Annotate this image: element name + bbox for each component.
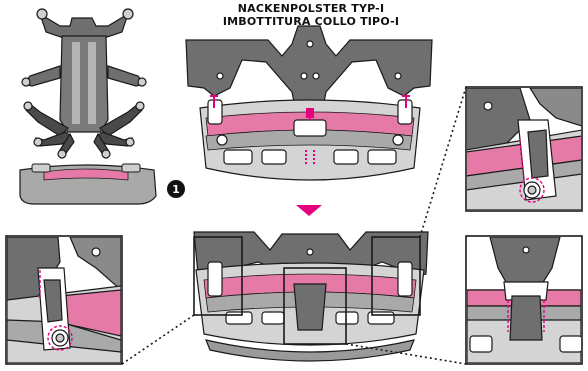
center-clip-marker — [306, 108, 314, 118]
neck-pad-exploded-view — [186, 26, 432, 180]
down-arrow-icon — [296, 205, 322, 216]
harness-icon — [22, 9, 146, 158]
magnifier-callout-icon — [6, 236, 194, 364]
neck-pad-assembled-view — [194, 232, 428, 361]
magnifier-callout-icon — [420, 87, 582, 237]
neck-pad-icon — [20, 164, 156, 204]
